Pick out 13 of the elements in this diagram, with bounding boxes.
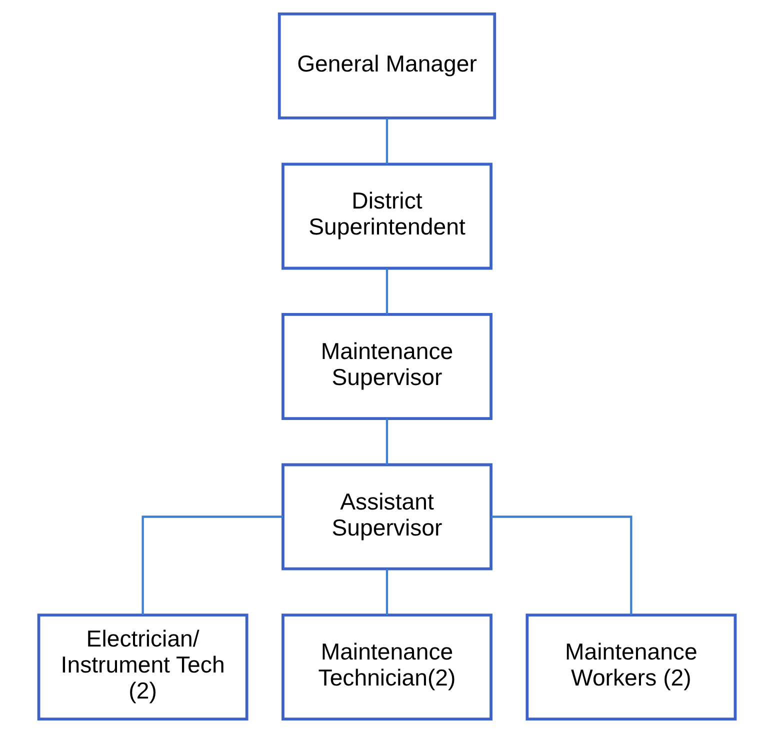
connector xyxy=(385,568,388,615)
connector xyxy=(141,516,282,615)
node-box: Maintenance Workers (2) xyxy=(525,614,736,720)
node-box: Electrician/ Instrument Tech (2) xyxy=(36,614,248,720)
connector xyxy=(490,516,632,615)
connector xyxy=(385,268,388,314)
connector xyxy=(385,118,388,164)
node-box: Assistant Supervisor xyxy=(281,463,492,570)
node-box: General Manager xyxy=(277,12,496,120)
node-box: Maintenance Technician(2) xyxy=(281,614,492,720)
node-box: District Superintendent xyxy=(281,162,492,270)
node-box: Maintenance Supervisor xyxy=(281,313,492,420)
connector xyxy=(385,418,388,465)
